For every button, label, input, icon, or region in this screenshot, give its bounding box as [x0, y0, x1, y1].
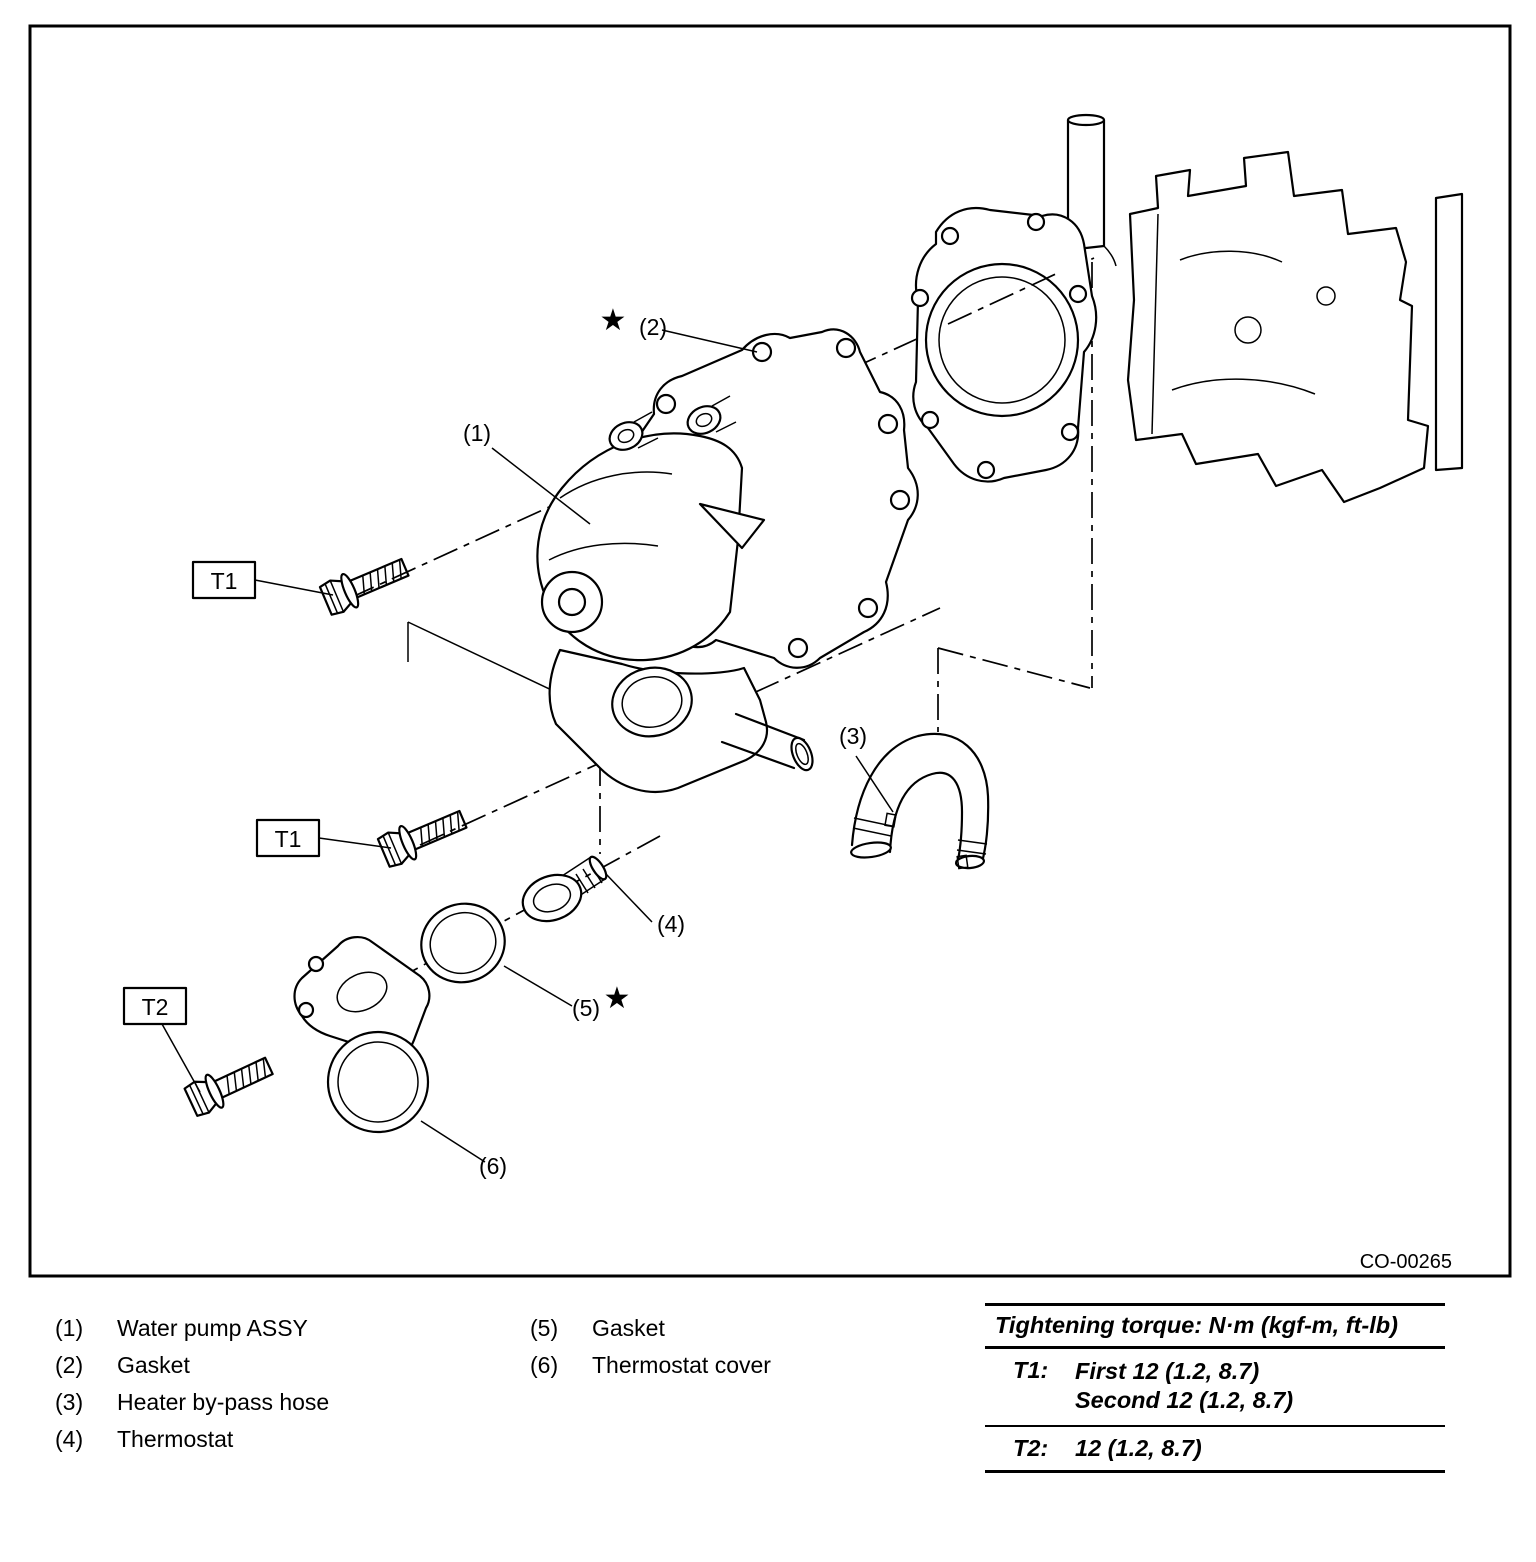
legend-item-1: (1) Water pump ASSY	[55, 1315, 308, 1342]
torque-rule-top	[985, 1303, 1445, 1306]
callout-4: (4)	[657, 911, 685, 937]
thermostat-cover-drawing	[293, 936, 431, 1134]
t2-label-text: T2	[142, 994, 169, 1020]
torque-t1-line2: Second 12 (1.2, 8.7)	[1075, 1387, 1294, 1413]
legend-num-5: (5)	[530, 1315, 559, 1341]
pump-stub-pipe	[720, 712, 814, 772]
legend-item-4: (4) Thermostat	[55, 1426, 233, 1453]
legend-num-1: (1)	[55, 1315, 84, 1341]
callout-2: (2)	[639, 314, 667, 340]
callout-1: (1)	[463, 420, 491, 446]
legend-item-6: (6) Thermostat cover	[530, 1352, 771, 1379]
t1-label-upper-text: T1	[211, 568, 238, 594]
torque-title: Tightening torque: N·m (kgf-m, ft-lb)	[995, 1312, 1398, 1338]
legend-num-3: (3)	[55, 1389, 84, 1415]
leader-lines	[161, 329, 894, 1163]
legend-item-5: (5) Gasket	[530, 1315, 665, 1342]
t2-label: T2	[122, 986, 188, 1026]
t1-bolt-upper	[317, 549, 414, 619]
torque-table: Tightening torque: N·m (kgf-m, ft-lb) T1…	[985, 1303, 1445, 1473]
torque-rule-under-title	[985, 1346, 1445, 1349]
legend-num-4: (4)	[55, 1426, 84, 1452]
torque-t2-key: T2:	[1013, 1435, 1049, 1461]
legend-num-6: (6)	[530, 1352, 559, 1378]
star-mark-2: ★	[600, 304, 627, 337]
water-pump-body-drawing	[536, 395, 814, 793]
legend-label-4: Thermostat	[117, 1426, 234, 1452]
torque-t2-row: T2: 12 (1.2, 8.7)	[985, 1427, 1445, 1466]
heater-bypass-hose-drawing	[850, 732, 990, 870]
legend-label-3: Heater by-pass hose	[117, 1389, 330, 1415]
torque-t1-row: T1: First 12 (1.2, 8.7) Second 12 (1.2, …	[985, 1349, 1445, 1419]
legend-label-6: Thermostat cover	[592, 1352, 771, 1378]
pump-bolt-boss-lower	[608, 411, 659, 451]
gasket-2-drawing	[910, 206, 1098, 483]
torque-rule-mid	[985, 1425, 1445, 1427]
legend-num-2: (2)	[55, 1352, 84, 1378]
t1-label-upper: T1	[191, 560, 257, 600]
diagram-border	[28, 24, 1512, 1278]
legend-label-5: Gasket	[592, 1315, 665, 1341]
engine-block-drawing	[1126, 150, 1464, 504]
t1-bolt-lower	[375, 801, 472, 871]
callout-3: (3)	[839, 723, 867, 749]
t2-bolt	[182, 1048, 278, 1120]
callout-6: (6)	[479, 1153, 507, 1179]
torque-t2-value: 12 (1.2, 8.7)	[1075, 1435, 1202, 1461]
callout-5: (5)	[572, 995, 600, 1021]
thermostat-drawing	[521, 855, 608, 923]
star-mark-5: ★	[604, 982, 631, 1015]
legend-item-2: (2) Gasket	[55, 1352, 190, 1379]
gasket-5-drawing	[420, 902, 506, 984]
t1-label-lower: T1	[255, 818, 321, 858]
torque-rule-bottom	[985, 1470, 1445, 1473]
legend-label-2: Gasket	[117, 1352, 190, 1378]
t1-label-lower-text: T1	[275, 826, 302, 852]
torque-t1-key: T1:	[1013, 1357, 1049, 1383]
legend-item-3: (3) Heater by-pass hose	[55, 1389, 329, 1416]
pump-bolt-boss-upper	[686, 395, 737, 435]
figure-code: CO-00265	[1360, 1251, 1452, 1273]
torque-t1-line1: First 12 (1.2, 8.7)	[1075, 1358, 1260, 1384]
legend-label-1: Water pump ASSY	[117, 1315, 308, 1341]
torque-t1-values: First 12 (1.2, 8.7) Second 12 (1.2, 8.7)	[1075, 1357, 1293, 1415]
